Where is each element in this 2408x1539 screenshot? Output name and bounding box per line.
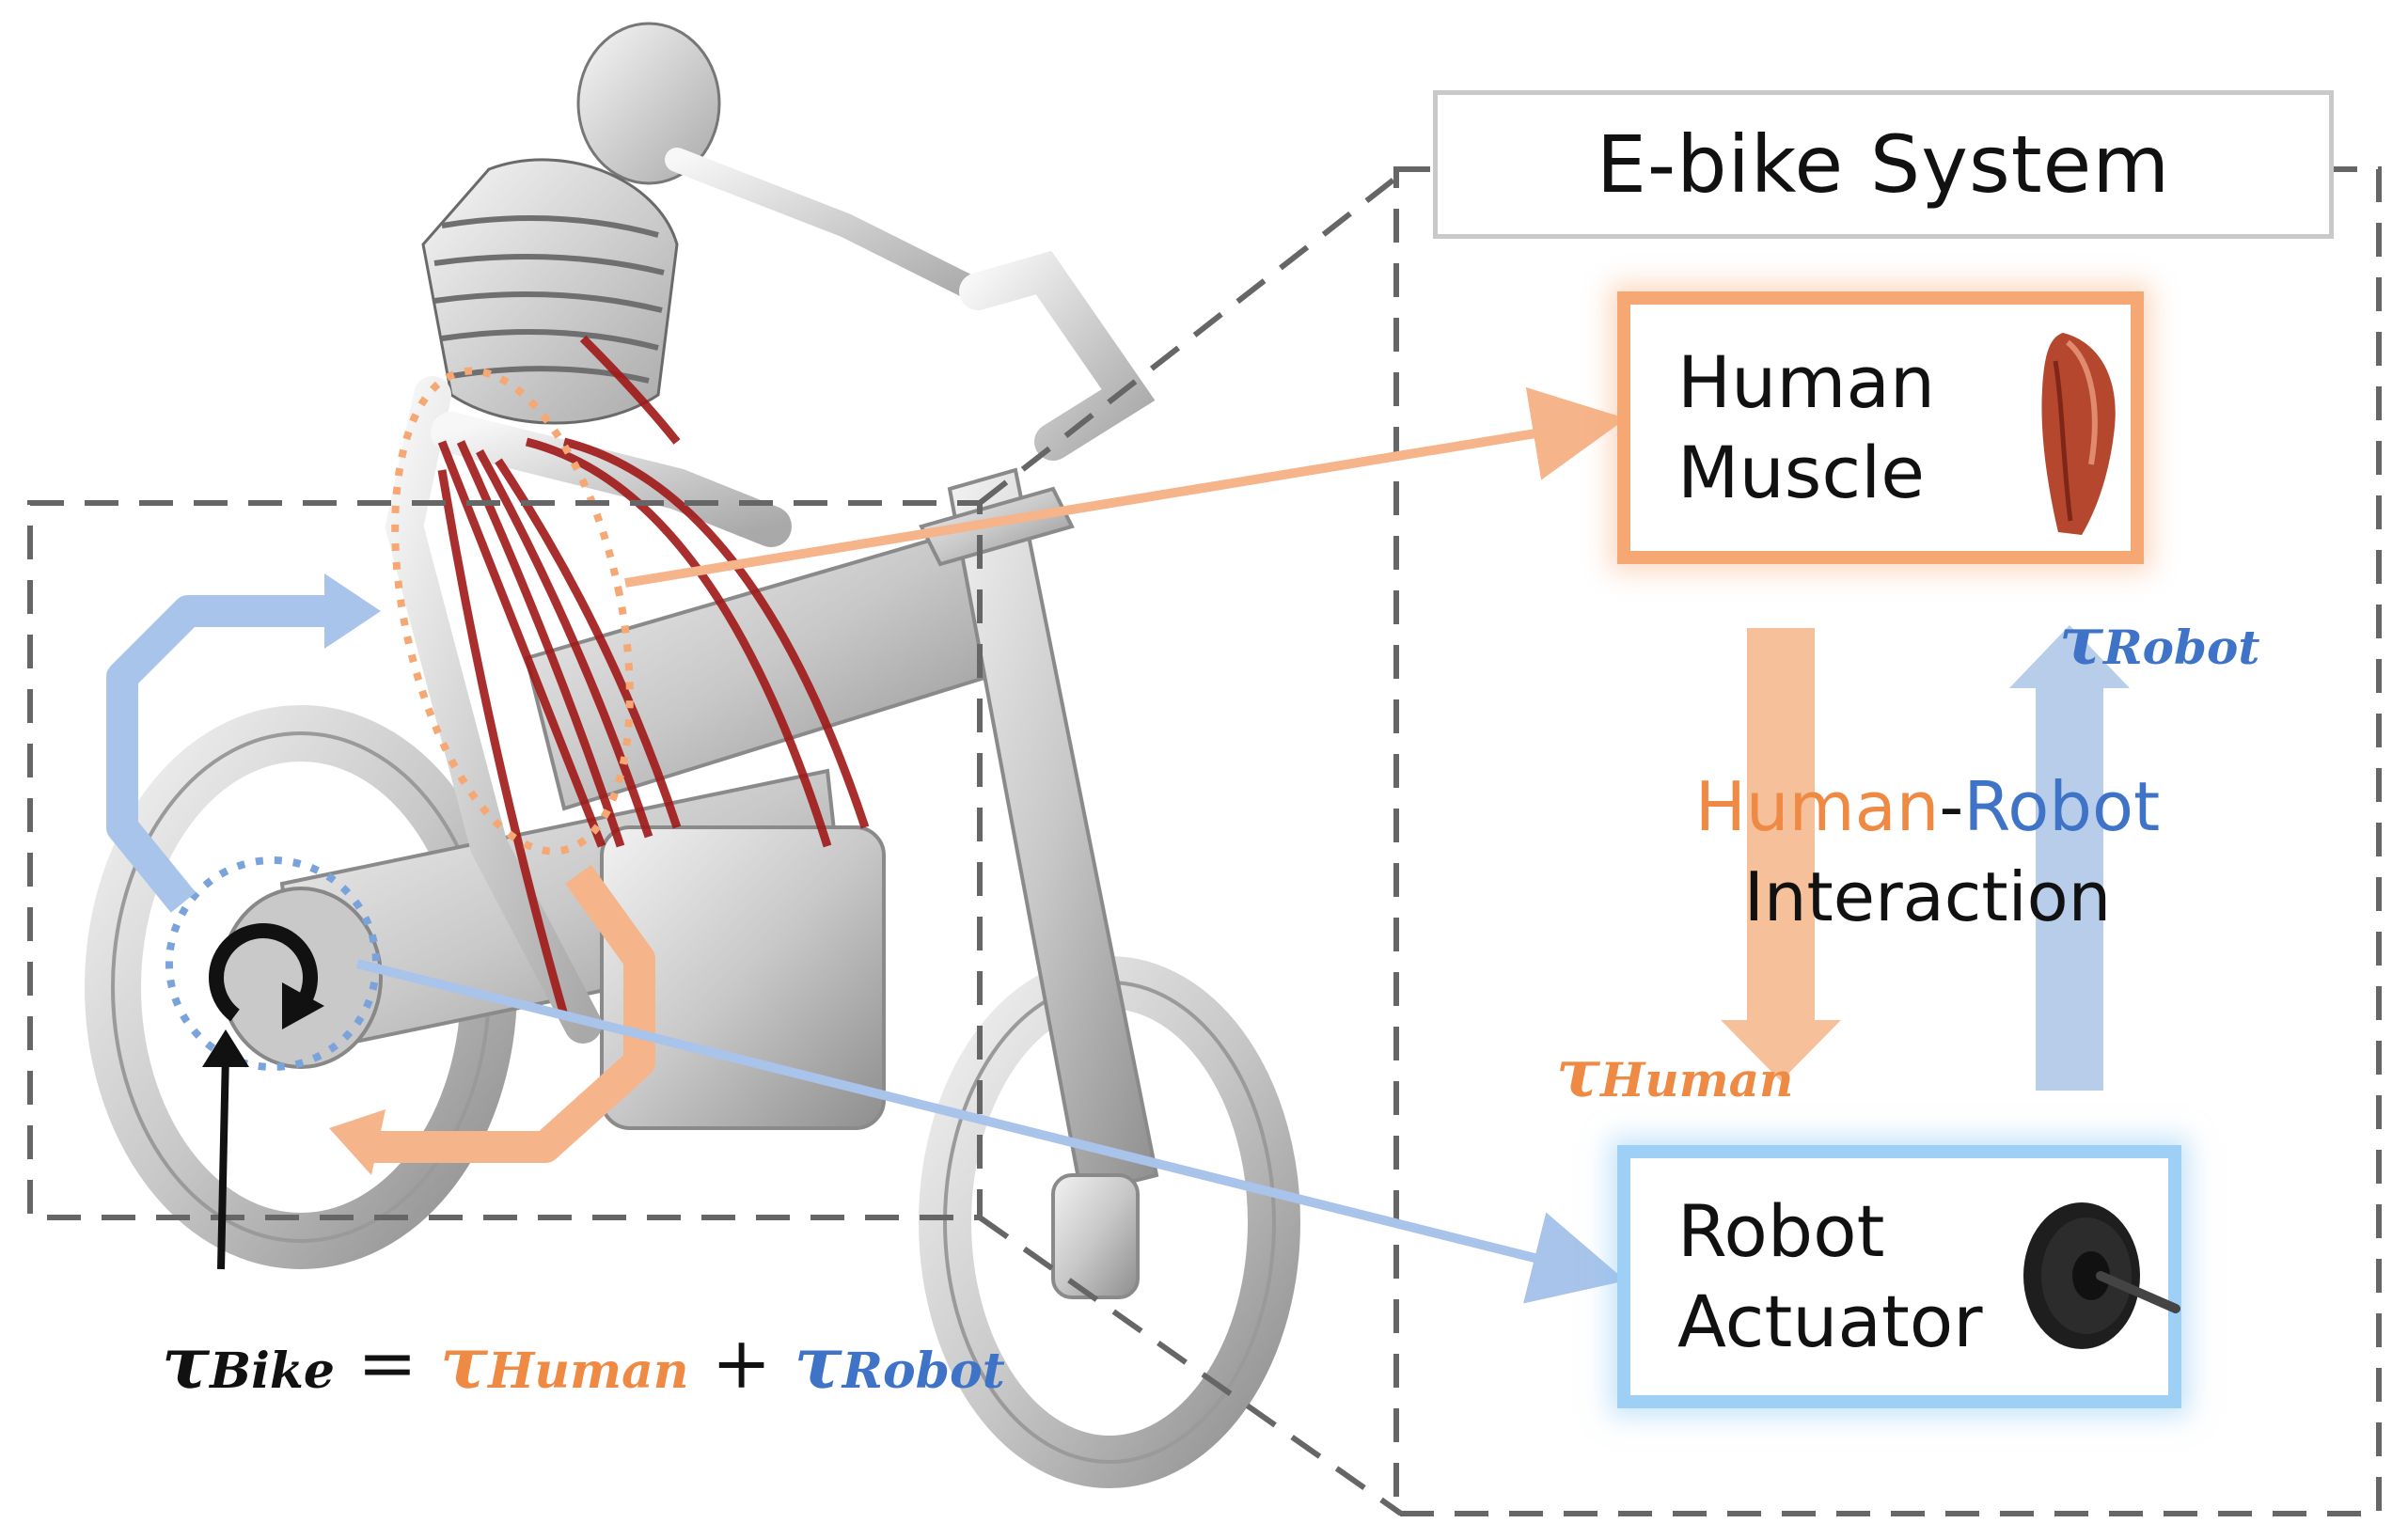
muscle-icon <box>2041 333 2116 535</box>
tau-bike: τBike <box>162 1321 335 1405</box>
robot-actuator-line2: Actuator <box>1677 1280 1983 1363</box>
torque-equation: τBike = τHuman + τRobot <box>162 1321 1005 1405</box>
human-muscle-label: Human Muscle <box>1677 338 1935 518</box>
interaction-line2: Interaction <box>1743 857 2112 936</box>
interaction-robot-word: Robot <box>1963 767 2161 846</box>
equation-plus: + <box>711 1321 772 1405</box>
robot-actuator-label: Robot Actuator <box>1677 1186 1983 1367</box>
robot-torque-up-arrow <box>2009 625 2130 1091</box>
interaction-dash: - <box>1939 767 1964 846</box>
robot-actuator-node: Robot Actuator <box>1617 1145 2181 1408</box>
robot-torque-loop-arrow <box>106 595 348 913</box>
rotation-arrow-icon <box>209 923 318 1022</box>
hub-motor-icon <box>2023 1202 2180 1349</box>
human-muscle-line1: Human <box>1677 340 1936 424</box>
equation-pointer-arrowhead-icon <box>202 1029 249 1067</box>
zoom-line-bottom <box>978 1215 1403 1516</box>
human-muscle-line2: Muscle <box>1677 431 1925 514</box>
skeleton-rider <box>385 22 1156 1044</box>
robot-connector-arrow <box>355 959 1627 1304</box>
robot-loop-arrowhead-icon <box>324 573 381 649</box>
rotation-arrowhead-icon <box>282 982 324 1029</box>
muscle-highlight-outline <box>391 367 634 856</box>
robot-torque-label: τRobot <box>2059 602 2260 680</box>
equation-pointer-line <box>217 1052 229 1270</box>
human-torque-down-arrow <box>1721 628 1841 1081</box>
equation-equals: = <box>357 1321 417 1405</box>
rear-hub <box>219 887 383 1069</box>
robot-actuator-line1: Robot <box>1677 1189 1885 1273</box>
system-title: E-bike System <box>1596 118 2171 211</box>
human-torque-loop-arrow <box>362 865 655 1163</box>
human-loop-arrowhead-icon <box>329 1109 386 1175</box>
interaction-human-word: Human <box>1694 767 1940 846</box>
zoom-line-top <box>978 171 1403 506</box>
human-connector-arrow <box>624 387 1627 588</box>
system-title-box: E-bike System <box>1433 90 2334 239</box>
tau-robot: τRobot <box>794 1321 1005 1405</box>
focus-frame-dashed <box>27 500 983 1220</box>
tau-human: τHuman <box>440 1321 689 1405</box>
human-torque-label: τHuman <box>1556 1034 1794 1112</box>
human-muscle-node: Human Muscle <box>1617 291 2144 564</box>
interaction-label: Human-Robot Interaction <box>1627 762 2228 942</box>
